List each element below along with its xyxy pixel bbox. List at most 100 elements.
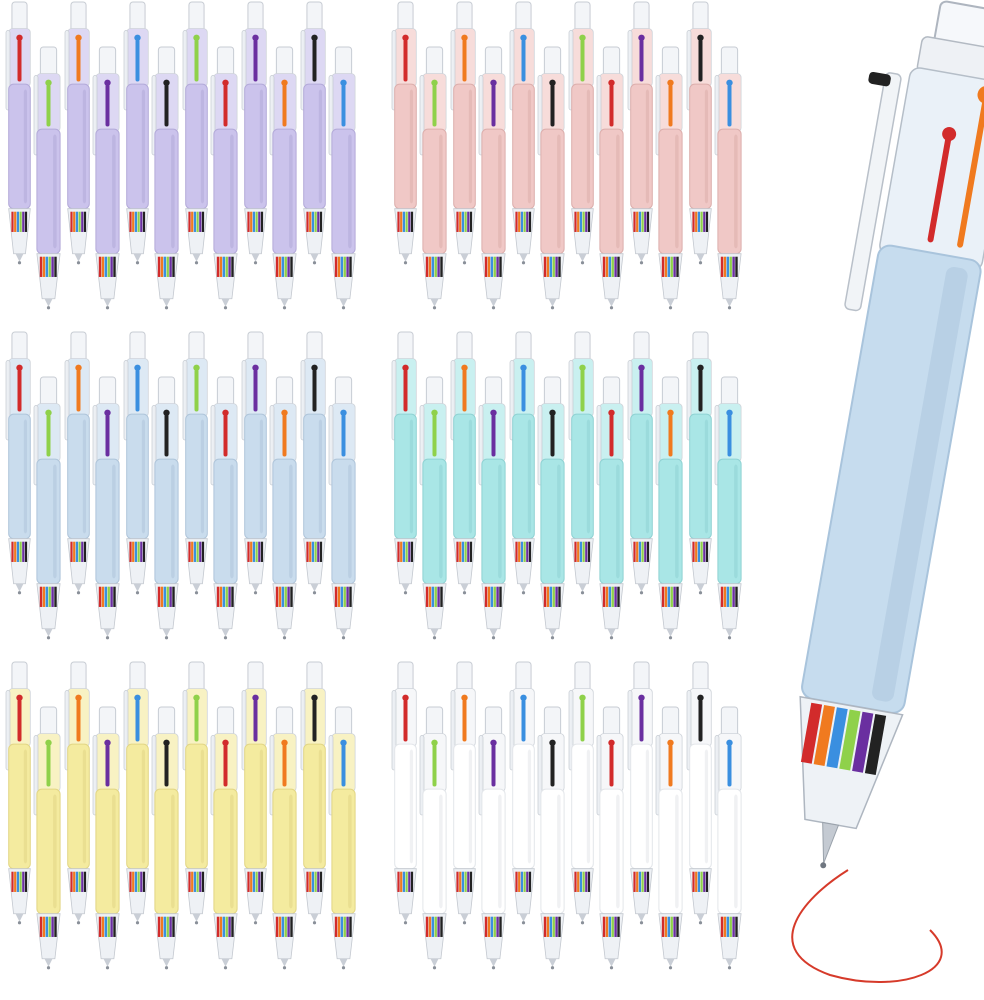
pen-yellow xyxy=(269,706,297,970)
ink-slider xyxy=(164,84,169,127)
pen-group-white xyxy=(391,661,742,970)
ink-slider xyxy=(403,699,408,742)
ink-slider xyxy=(432,744,437,787)
ink-slider xyxy=(253,699,258,742)
pen-white xyxy=(655,706,683,970)
ink-slider xyxy=(253,39,258,82)
ink-slider xyxy=(282,744,287,787)
ink-slider xyxy=(312,369,317,412)
ink-slider xyxy=(194,369,199,412)
ink-slider xyxy=(698,39,703,82)
ink-slider xyxy=(341,84,346,127)
ink-line xyxy=(791,869,943,983)
pen-blue xyxy=(300,331,326,595)
ink-slider xyxy=(462,369,467,412)
ink-slider xyxy=(639,39,644,82)
ink-slider xyxy=(46,414,51,457)
pen-group-aqua xyxy=(391,331,742,640)
pen-pink xyxy=(478,46,506,310)
pen-yellow xyxy=(123,661,149,925)
ink-slider xyxy=(105,414,110,457)
pen-blue xyxy=(92,376,120,640)
ink-slider xyxy=(550,84,555,127)
pen-aqua xyxy=(537,376,565,640)
ink-slider xyxy=(668,744,673,787)
ink-slider xyxy=(727,744,732,787)
pen-aqua xyxy=(419,376,447,640)
ink-slider xyxy=(223,744,228,787)
ink-slider xyxy=(76,369,81,412)
pen-lavender xyxy=(151,46,179,310)
pen-aqua xyxy=(568,331,594,595)
ink-slider xyxy=(609,744,614,787)
ink-slider xyxy=(491,84,496,127)
pen-white xyxy=(596,706,624,970)
pen-lavender xyxy=(210,46,238,310)
ink-slider xyxy=(668,414,673,457)
pen-lavender xyxy=(328,46,356,310)
pen-lavender xyxy=(33,46,61,310)
pen-blue xyxy=(151,376,179,640)
pen-lavender xyxy=(5,1,31,265)
pen-yellow xyxy=(300,661,326,925)
ink-slider xyxy=(341,744,346,787)
pen-pink xyxy=(391,1,417,265)
ink-slider xyxy=(550,414,555,457)
pen-aqua xyxy=(627,331,653,595)
pen-blue xyxy=(64,331,90,595)
ink-slider xyxy=(17,39,22,82)
pen-white xyxy=(391,661,417,925)
ink-slider xyxy=(462,699,467,742)
ink-slider xyxy=(135,699,140,742)
pen-lavender xyxy=(269,46,297,310)
pen-aqua xyxy=(714,376,742,640)
pen-lavender xyxy=(300,1,326,265)
ink-slider xyxy=(105,744,110,787)
pen-blue xyxy=(328,376,356,640)
ink-slider xyxy=(194,699,199,742)
pen-pink xyxy=(627,1,653,265)
pen-yellow xyxy=(182,661,208,925)
ink-slider xyxy=(46,744,51,787)
pen-yellow xyxy=(241,661,267,925)
ink-slider xyxy=(135,369,140,412)
pen-white xyxy=(627,661,653,925)
ink-slider xyxy=(698,369,703,412)
ink-slider xyxy=(223,414,228,457)
pen-white xyxy=(568,661,594,925)
pen-blue xyxy=(123,331,149,595)
pen-yellow xyxy=(210,706,238,970)
ink-slider xyxy=(639,699,644,742)
pen-yellow xyxy=(151,706,179,970)
ink-slider xyxy=(341,414,346,457)
pen-white xyxy=(419,706,447,970)
pen-pink xyxy=(450,1,476,265)
pen-pink xyxy=(686,1,712,265)
pen-aqua xyxy=(655,376,683,640)
pen-pink xyxy=(509,1,535,265)
pen-white xyxy=(714,706,742,970)
ink-slider xyxy=(491,744,496,787)
ink-slider xyxy=(194,39,199,82)
pen-white xyxy=(537,706,565,970)
ink-slider xyxy=(403,369,408,412)
ink-slider xyxy=(403,39,408,82)
pen-pink xyxy=(537,46,565,310)
pen-lavender xyxy=(123,1,149,265)
pen-white xyxy=(686,661,712,925)
pen-pink xyxy=(714,46,742,310)
pen-pink xyxy=(568,1,594,265)
ink-slider xyxy=(17,699,22,742)
ink-slider xyxy=(432,84,437,127)
pen-white xyxy=(509,661,535,925)
pen-lavender xyxy=(182,1,208,265)
pen-blue xyxy=(241,331,267,595)
pen-blue xyxy=(5,331,31,595)
pen-yellow xyxy=(5,661,31,925)
ink-slider xyxy=(580,39,585,82)
ink-slider xyxy=(164,414,169,457)
ink-slider xyxy=(164,744,169,787)
ink-slider xyxy=(727,84,732,127)
pen-pink xyxy=(655,46,683,310)
